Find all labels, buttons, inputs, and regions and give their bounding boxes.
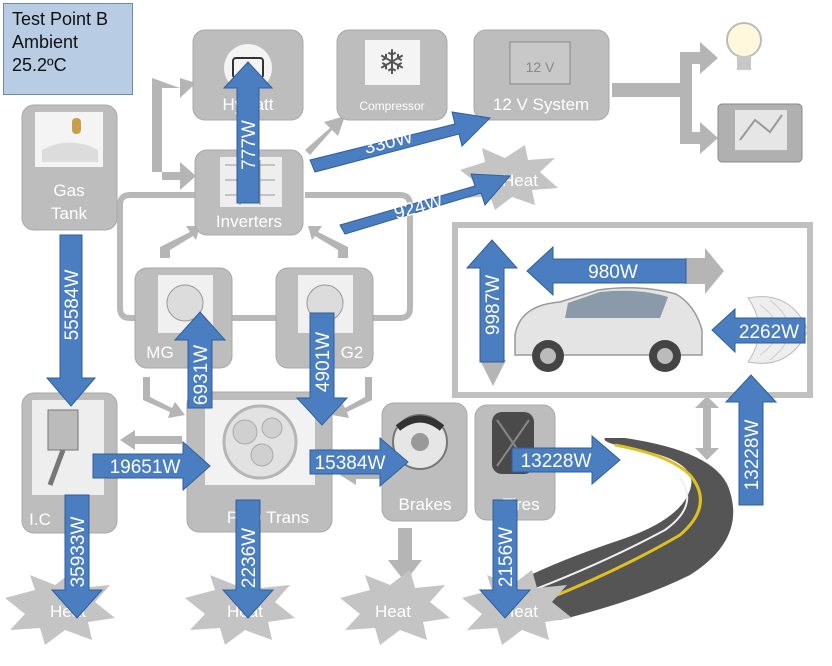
flow-arrow-hybatt: 777W [222,61,274,204]
flow-arrow-aero-drag: 980W [526,245,687,297]
svg-text:12 V: 12 V [526,59,555,75]
test-point-info-box: Test Point B Ambient 25.2ºC [3,3,133,95]
svg-text:13228W: 13228W [521,451,592,472]
flow-arrow-mg2: 4901W [295,312,349,426]
road-image [519,438,734,620]
mg1-label: MG [146,343,173,362]
grey-arrow-mg2-psd [332,377,372,418]
svg-text:15384W: 15384W [315,453,386,474]
flow-arrow-ice-heat: 35933W [50,494,104,619]
svg-text:Tank: Tank [51,204,87,223]
svg-text:Heat: Heat [375,602,411,621]
flow-arrow-air-resistance: 2262W [711,307,806,354]
snowflake-icon: ❄ [378,44,407,82]
mg1-box: MG [134,267,233,369]
flow-arrow-ice-to-psd: 19651W [92,440,211,492]
grey-arrow-hybatt-inverters [152,78,196,190]
brakes-label: Brakes [399,495,452,514]
grey-arrow-aero [685,248,724,294]
grey-arrow-inv-mg1 [160,226,200,258]
v12-system-box: 12 V 12 V System [473,29,610,121]
svg-text:19651W: 19651W [110,457,181,478]
flow-arrow-mg1: 6931W [173,311,227,409]
svg-text:2262W: 2262W [739,322,799,343]
grey-arrows [120,42,719,582]
ice-label: I.C [29,510,51,529]
svg-text:6931W: 6931W [191,345,212,405]
brakes-box: Brakes [381,402,468,522]
svg-text:35933W: 35933W [68,517,89,588]
mg2-label: G2 [341,343,364,362]
flow-arrow-psd-to-brakes: 15384W [309,436,409,488]
ice-box: I.C [21,392,118,534]
svg-text:330W: 330W [362,126,415,158]
grey-arrow-ic-psd [120,430,182,450]
gas-tank-box: Gas Tank [21,104,118,231]
flow-arrow-tires-to-road: 13228W [511,434,621,486]
gas-tank-label: Gas [53,181,84,200]
flow-arrow-vertical-car: 9987W [465,239,519,363]
svg-text:Heat: Heat [502,171,538,190]
svg-text:4901W: 4901W [313,332,334,392]
v12-system-label: 12 V System [493,95,589,114]
svg-text:55584W: 55584W [62,270,83,341]
grey-arrow-mg1-psd [143,377,185,418]
grey-arrow-down-tip [480,360,506,386]
svg-text:777W: 777W [239,120,260,170]
heat-burst-ice: Heat [5,570,115,645]
svg-text:980W: 980W [588,262,638,283]
ambient-label: Ambient [12,32,79,52]
connector-lines [117,192,413,321]
svg-text:2156W: 2156W [496,527,517,587]
vehicle-panel [452,222,813,398]
compressor-label: Compressor [359,99,424,113]
car-battery-icon [509,41,571,85]
flow-arrow-road-to-car: 13228W [724,374,778,506]
flow-arrow-tires-heat: 2156W [478,499,532,619]
car-icon [514,287,703,372]
heat-burst-brakes: Heat [340,570,450,645]
svg-text:13228W: 13228W [742,420,763,491]
svg-text:9987W: 9987W [483,275,504,335]
grey-arrow-road-car [695,396,719,460]
svg-text:2236W: 2236W [239,528,260,588]
grey-arrow-brakes-heat [388,528,422,582]
flow-arrow-psd-heat: 2236W [221,499,275,619]
flow-arrows: 55584W 777W 330W 924W 6931W 4901W [45,61,806,619]
test-point-label: Test Point B [12,9,109,29]
flow-arrow-gas-to-ice: 55584W [45,234,97,407]
light-bulb-icon [726,22,762,70]
psd-box: PSD Trans [186,391,333,533]
grey-arrow-inv-mg2 [308,226,348,258]
navigation-display-icon [717,103,803,163]
grey-arrow-12v-outputs [612,42,718,154]
ambient-temperature: 25.2ºC [12,55,67,75]
compressor-box: ❄ Compressor [336,29,448,121]
grey-arrow-to-compressor [305,116,345,155]
inverters-label: Inverters [216,212,282,231]
